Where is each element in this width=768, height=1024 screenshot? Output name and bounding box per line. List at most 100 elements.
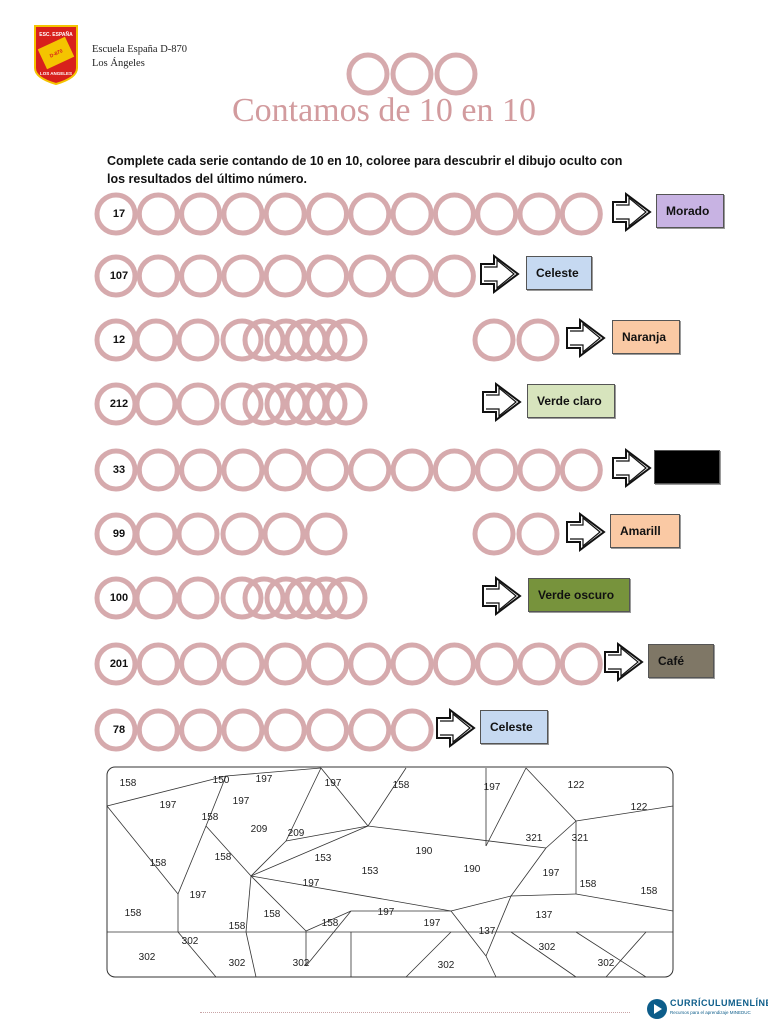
number-ring[interactable] (304, 576, 348, 620)
number-ring[interactable] (475, 192, 519, 236)
number-ring[interactable] (242, 382, 286, 426)
number-ring[interactable] (179, 642, 223, 686)
number-ring[interactable] (559, 192, 603, 236)
number-ring[interactable] (220, 576, 264, 620)
number-ring[interactable] (559, 448, 603, 492)
number-ring[interactable] (559, 642, 603, 686)
number-ring[interactable] (242, 318, 286, 362)
number-ring[interactable] (136, 448, 180, 492)
puzzle-number: 122 (631, 802, 648, 813)
number-ring[interactable] (306, 192, 349, 236)
number-ring[interactable] (94, 642, 138, 686)
number-ring[interactable] (136, 254, 180, 298)
number-ring[interactable] (432, 192, 476, 236)
number-ring[interactable] (516, 512, 560, 556)
color-key-box (654, 450, 720, 484)
number-ring[interactable] (94, 448, 138, 492)
puzzle-number: 190 (416, 846, 433, 857)
puzzle-number: 158 (393, 780, 410, 791)
number-ring[interactable] (390, 642, 434, 686)
number-ring[interactable] (390, 254, 434, 298)
number-ring[interactable] (134, 512, 178, 556)
number-ring[interactable] (262, 512, 306, 556)
number-ring[interactable] (306, 708, 349, 752)
number-ring[interactable] (432, 642, 476, 686)
number-ring[interactable] (176, 318, 220, 362)
start-number: 201 (109, 658, 129, 670)
number-ring[interactable] (304, 512, 348, 556)
number-ring[interactable] (390, 708, 434, 752)
puzzle-number: 197 (160, 800, 177, 811)
number-ring[interactable] (348, 192, 392, 236)
puzzle-number: 158 (202, 812, 219, 823)
number-ring[interactable] (263, 642, 307, 686)
number-ring[interactable] (221, 192, 265, 236)
school-name: Escuela España D-870 Los Ángeles (92, 43, 187, 71)
number-ring[interactable] (348, 708, 392, 752)
number-ring[interactable] (348, 254, 392, 298)
number-ring[interactable] (263, 708, 307, 752)
number-ring[interactable] (475, 448, 519, 492)
number-ring[interactable] (94, 192, 138, 236)
right-arrow-icon (480, 254, 520, 294)
puzzle-number: 197 (190, 890, 207, 901)
puzzle-number: 137 (479, 926, 496, 937)
number-ring[interactable] (94, 708, 138, 752)
number-ring[interactable] (179, 708, 223, 752)
number-ring[interactable] (517, 192, 561, 236)
number-ring[interactable] (306, 254, 349, 298)
number-ring[interactable] (304, 382, 348, 426)
number-ring[interactable] (516, 318, 560, 362)
puzzle-number: 158 (580, 879, 597, 890)
number-ring[interactable] (324, 318, 368, 362)
number-ring[interactable] (221, 254, 265, 298)
number-ring[interactable] (221, 708, 265, 752)
number-ring[interactable] (348, 448, 392, 492)
number-ring[interactable] (432, 254, 476, 298)
number-ring[interactable] (306, 448, 349, 492)
number-ring[interactable] (220, 382, 264, 426)
number-ring[interactable] (304, 318, 348, 362)
number-ring[interactable] (221, 642, 265, 686)
number-ring[interactable] (176, 512, 220, 556)
number-ring[interactable] (324, 576, 368, 620)
right-arrow-icon (604, 642, 644, 682)
puzzle-number: 321 (526, 833, 543, 844)
number-ring[interactable] (432, 448, 476, 492)
number-ring[interactable] (136, 708, 180, 752)
number-ring[interactable] (472, 512, 516, 556)
number-ring[interactable] (306, 642, 349, 686)
number-ring[interactable] (472, 318, 516, 362)
number-ring[interactable] (517, 448, 561, 492)
number-ring[interactable] (176, 576, 220, 620)
number-ring[interactable] (179, 254, 223, 298)
number-ring[interactable] (220, 512, 264, 556)
number-ring[interactable] (221, 448, 265, 492)
number-ring[interactable] (348, 642, 392, 686)
number-ring[interactable] (475, 642, 519, 686)
curriculum-brand[interactable]: CURRÍCULUMENLÍNEA (670, 998, 768, 1008)
number-ring[interactable] (263, 192, 307, 236)
number-ring[interactable] (390, 448, 434, 492)
number-ring[interactable] (324, 382, 368, 426)
number-ring[interactable] (263, 448, 307, 492)
number-ring[interactable] (136, 642, 180, 686)
number-ring[interactable] (94, 254, 138, 298)
ring-sequence (94, 382, 368, 426)
number-ring[interactable] (134, 576, 178, 620)
number-ring[interactable] (179, 448, 223, 492)
number-ring[interactable] (390, 192, 434, 236)
number-ring[interactable] (134, 318, 178, 362)
number-ring[interactable] (242, 576, 286, 620)
number-ring[interactable] (134, 382, 178, 426)
number-ring[interactable] (517, 642, 561, 686)
number-ring[interactable] (179, 192, 223, 236)
number-ring[interactable] (263, 254, 307, 298)
number-ring[interactable] (176, 382, 220, 426)
number-ring[interactable] (136, 192, 180, 236)
number-ring[interactable] (220, 318, 264, 362)
